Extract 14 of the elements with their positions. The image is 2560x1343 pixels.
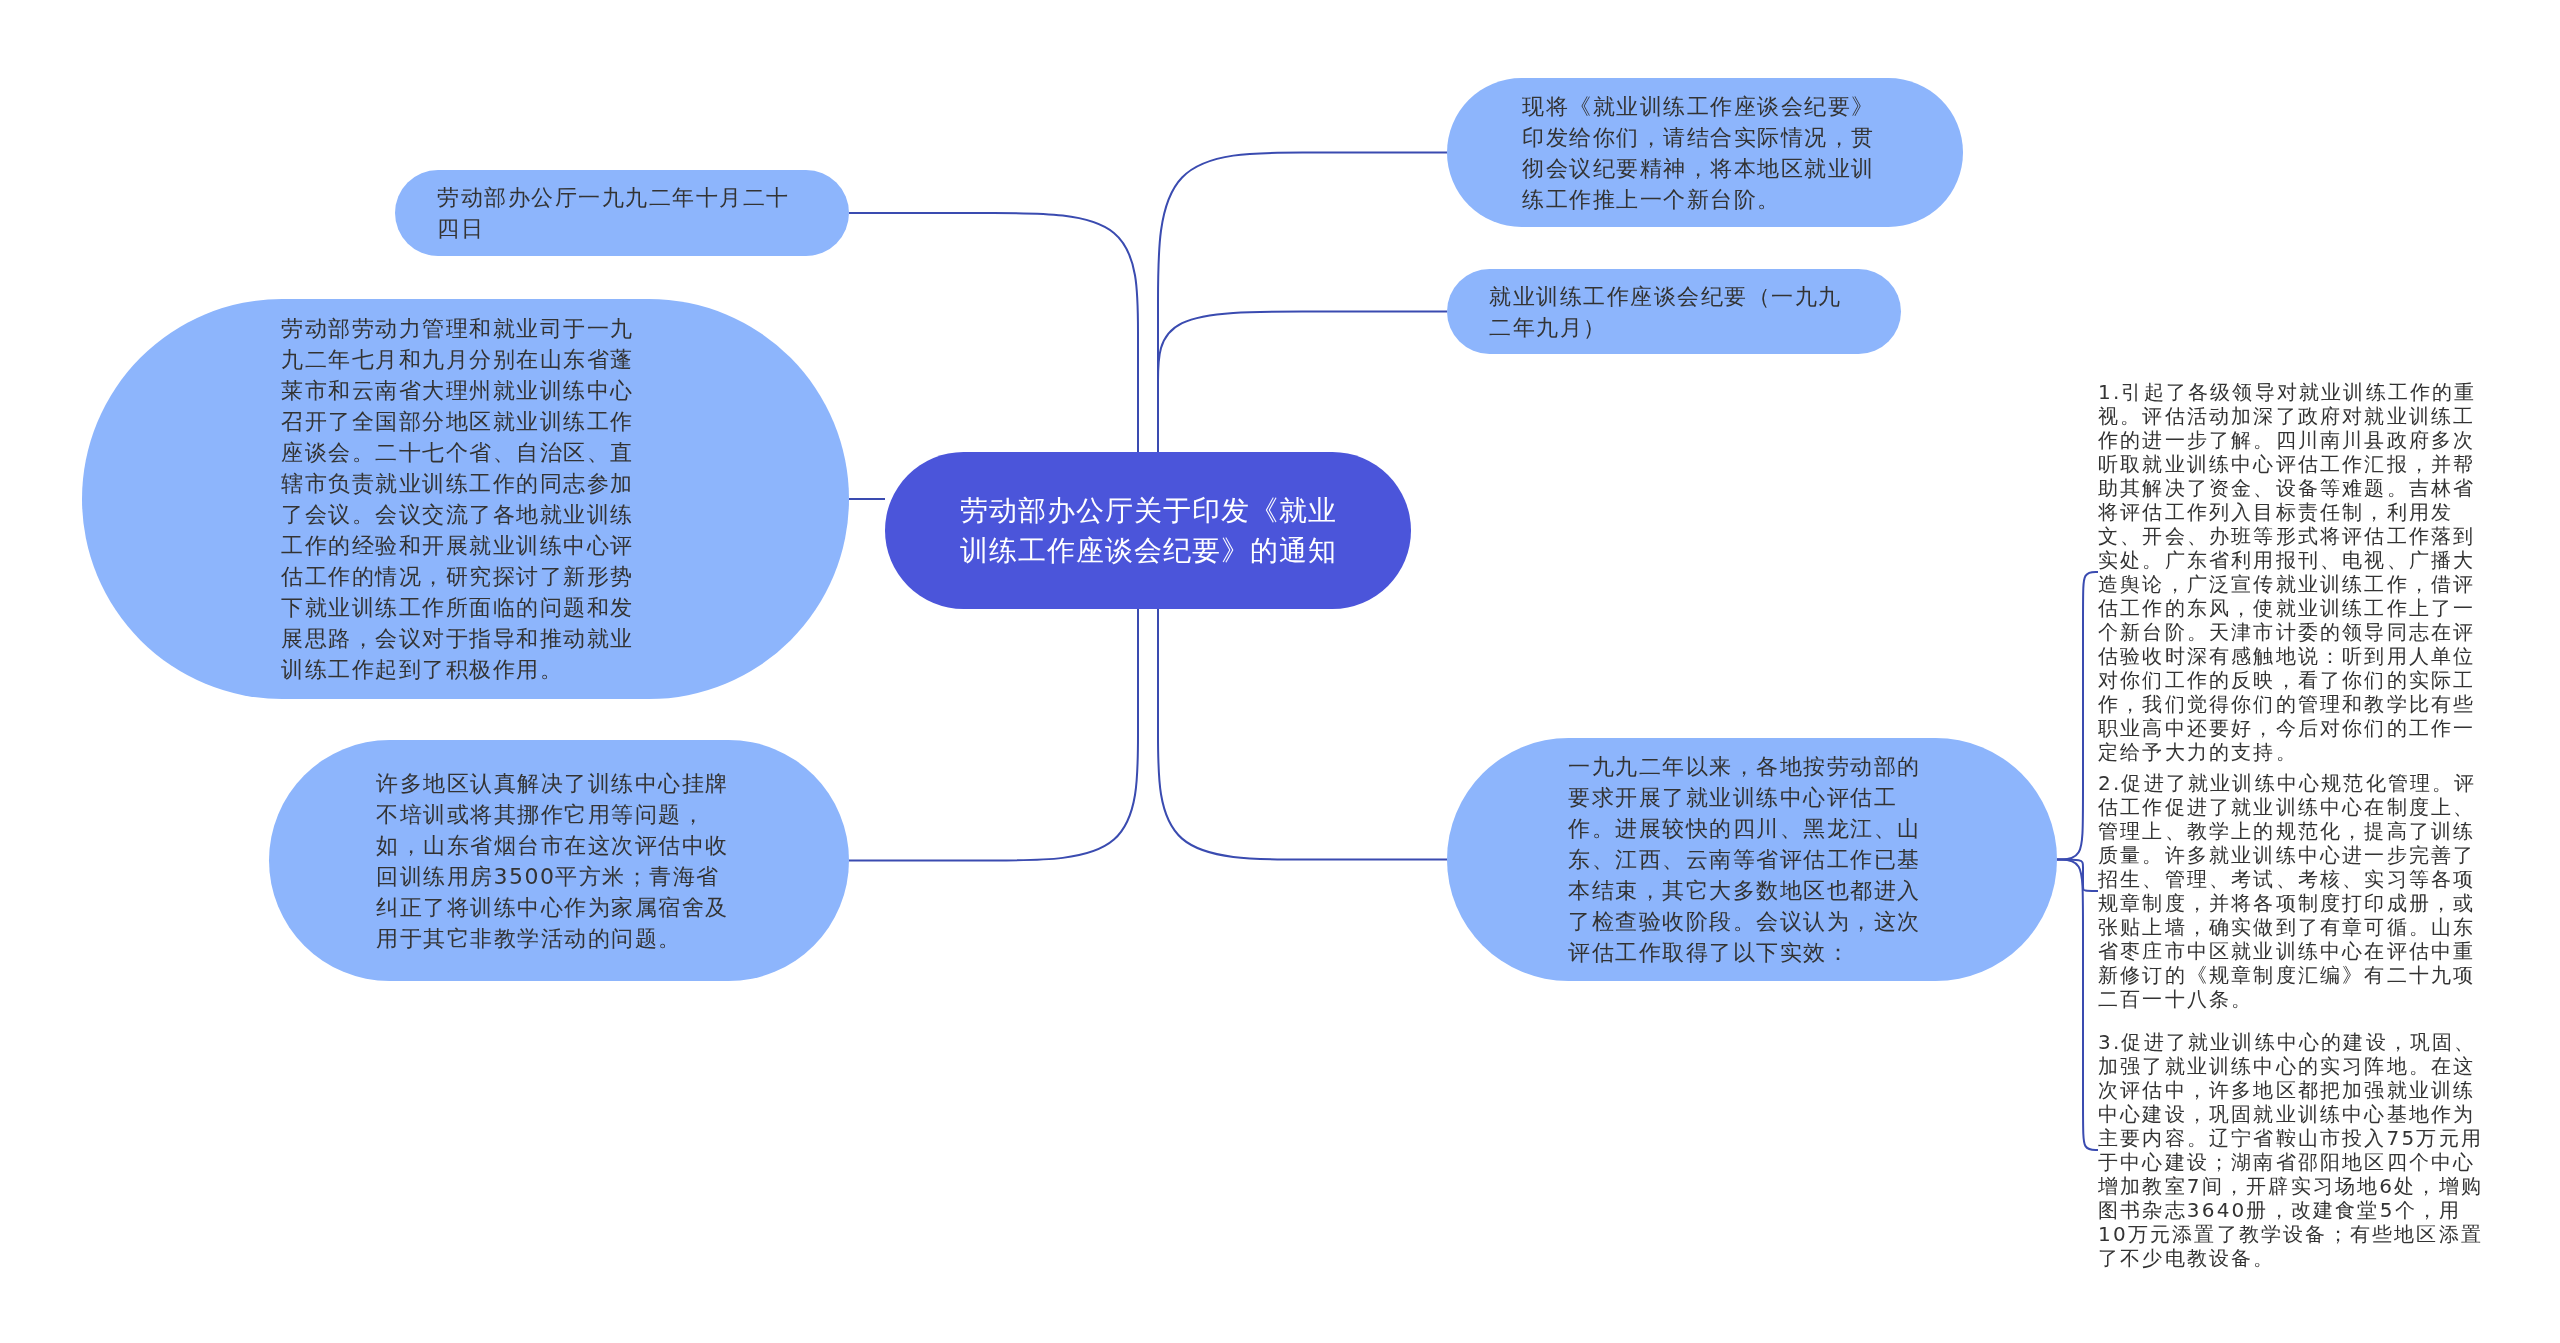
node-text: 许多地区认真解决了训练中心挂牌不培训或将其挪作它用等问题，如，山东省烟台市在这次评估中收回训练用房3500平方米；青海省纠正了将训练中心作为家属宿舍及用于其它非教学活动的问题。: [376, 769, 730, 953]
node-text: 1.引起了各级领导对就业训练工作的重视。评估活动加深了政府对就业训练工作的进一步了解。四川南川县政府多次听取就业训练中心评估工作汇报，并帮助其解决了资金、设备等难题。吉林省将评估工作列入目标责任制，利用发文、开会、办班等形式将评估工作落到实处。广东省利用报刊、电视、广播大造舆论，广泛宣传就业训练工作，借评估工作的东风，使就业训练工作上了一个新台阶。天津市计委的领导同志在评估验收时深有感触地说：听到用人单位对你们工作的反映，看了你们的实际工作，我们觉得你们的管理和教学比有些职业高中还要好，今后对你们的工作一定给予大力的支持。: [2098, 380, 2478, 764]
node-text: 劳动部办公厅一九九二年十月二十四日: [437, 184, 791, 243]
node-text: 现将《就业训练工作座谈会纪要》印发给你们，请结合实际情况，贯彻会议纪要精神，将本地区就业训练工作推上一个新台阶。: [1522, 92, 1876, 214]
connector-line: [848, 498, 886, 500]
node-text: 一九九二年以来，各地按劳动部的要求开展了就业训练中心评估工作。进展较快的四川、黑龙江、山东、江西、云南等省评估工作已基本结束，其它大多数地区也都进入了检查验收阶段。会议认为，这次评估工作取得了以下实效：: [1568, 753, 1922, 967]
node-text: 劳动部劳动力管理和就业司于一九九二年七月和九月分别在山东省蓬莱市和云南省大理州就业训练中心召开了全国部分地区就业训练工作座谈会。二十七个省、自治区、直辖市负责就业训练工作的同志参加了会议。会议交流了各地就业训练工作的经验和开展就业训练中心评估工作的情况，研究探讨了新形势下就业训练工作所面临的问题和发展思路，会议对于指导和推动就业训练工作起到了积极作用。: [281, 315, 635, 684]
node-text: 3.促进了就业训练中心的建设，巩固、加强了就业训练中心的实习阵地。在这次评估中，许多地区都把加强就业训练中心建设，巩固就业训练中心基地作为主要内容。辽宁省鞍山市投入75万元用于中心建设；湖南省邵阳地区四个中心增加教室7间，开辟实习场地6处，增购图书杂志3640册，改建食堂5个，用10万元添置了教学设备；有些地区添置了不少电教设备。: [2098, 1030, 2485, 1270]
title-text: 劳动部办公厅关于印发《就业训练工作座谈会纪要》的通知: [958, 492, 1338, 569]
connector-line: [1157, 608, 1448, 861]
connector-line: [848, 212, 1139, 453]
connector-line: [848, 608, 1139, 862]
node-text: 2.促进了就业训练中心规范化管理。评估工作促进了就业训练中心在制度上、管理上、教学上的规范化，提高了训练质量。许多就业训练中心进一步完善了招生、管理、考试、考核、实习等各项规章制度，并将各项制度打印成册，或张贴上墙，确实做到了有章可循。山东省枣庄市中区就业训练中心在评估中重新修订的《规章制度汇编》有二十九项二百一十八条。: [2098, 771, 2478, 1011]
node-text: 就业训练工作座谈会纪要（一九九二年九月）: [1489, 282, 1843, 342]
